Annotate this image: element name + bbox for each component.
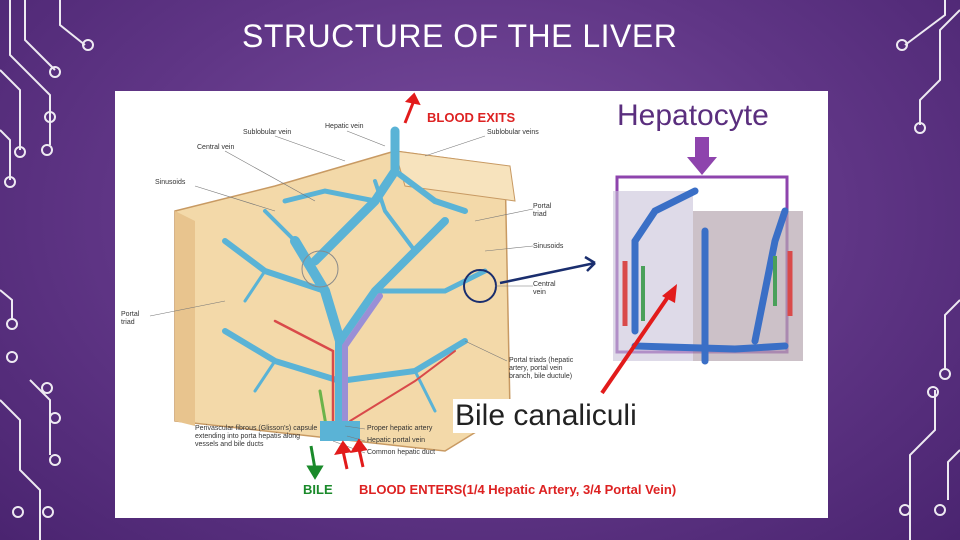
label-hepatic-vein: Hepatic vein (325, 123, 364, 131)
bile-canaliculi-label: Bile canaliculi (453, 399, 639, 433)
blood-enters-label: BLOOD ENTERS(1/4 Hepatic Artery, 3/4 Por… (359, 482, 676, 497)
label-portal-triad-left: Portal triad (121, 311, 149, 327)
label-perivascular: Perivascular fibrous (Glisson's) capsule… (195, 425, 325, 449)
label-proper-hepatic-artery: Proper hepatic artery (367, 425, 432, 433)
liver-diagram: Hepatic vein Sublobular vein Central vei… (115, 91, 828, 518)
bile-label: BILE (303, 482, 333, 497)
label-sinusoids-right: Sinusoids (533, 243, 563, 251)
label-sublobular-veins: Sublobular veins (487, 129, 539, 137)
blood-exits-label: BLOOD EXITS (427, 110, 515, 125)
hepatocyte-label: Hepatocyte (617, 99, 769, 133)
liver-illustration (115, 91, 828, 518)
label-sinusoids-left: Sinusoids (155, 179, 185, 187)
label-central-vein-right: Central vein (533, 281, 563, 297)
slide-title: STRUCTURE OF THE LIVER (242, 18, 677, 55)
label-portal-triad-right: Portal triad (533, 203, 561, 219)
label-sublobular-vein: Sublobular vein (243, 129, 291, 137)
label-portal-triads-detail: Portal triads (hepatic artery, portal ve… (509, 357, 581, 381)
label-hepatic-portal-vein: Hepatic portal vein (367, 437, 425, 445)
label-central-vein-left: Central vein (197, 144, 234, 152)
label-common-hepatic-duct: Common hepatic duct (367, 449, 435, 457)
